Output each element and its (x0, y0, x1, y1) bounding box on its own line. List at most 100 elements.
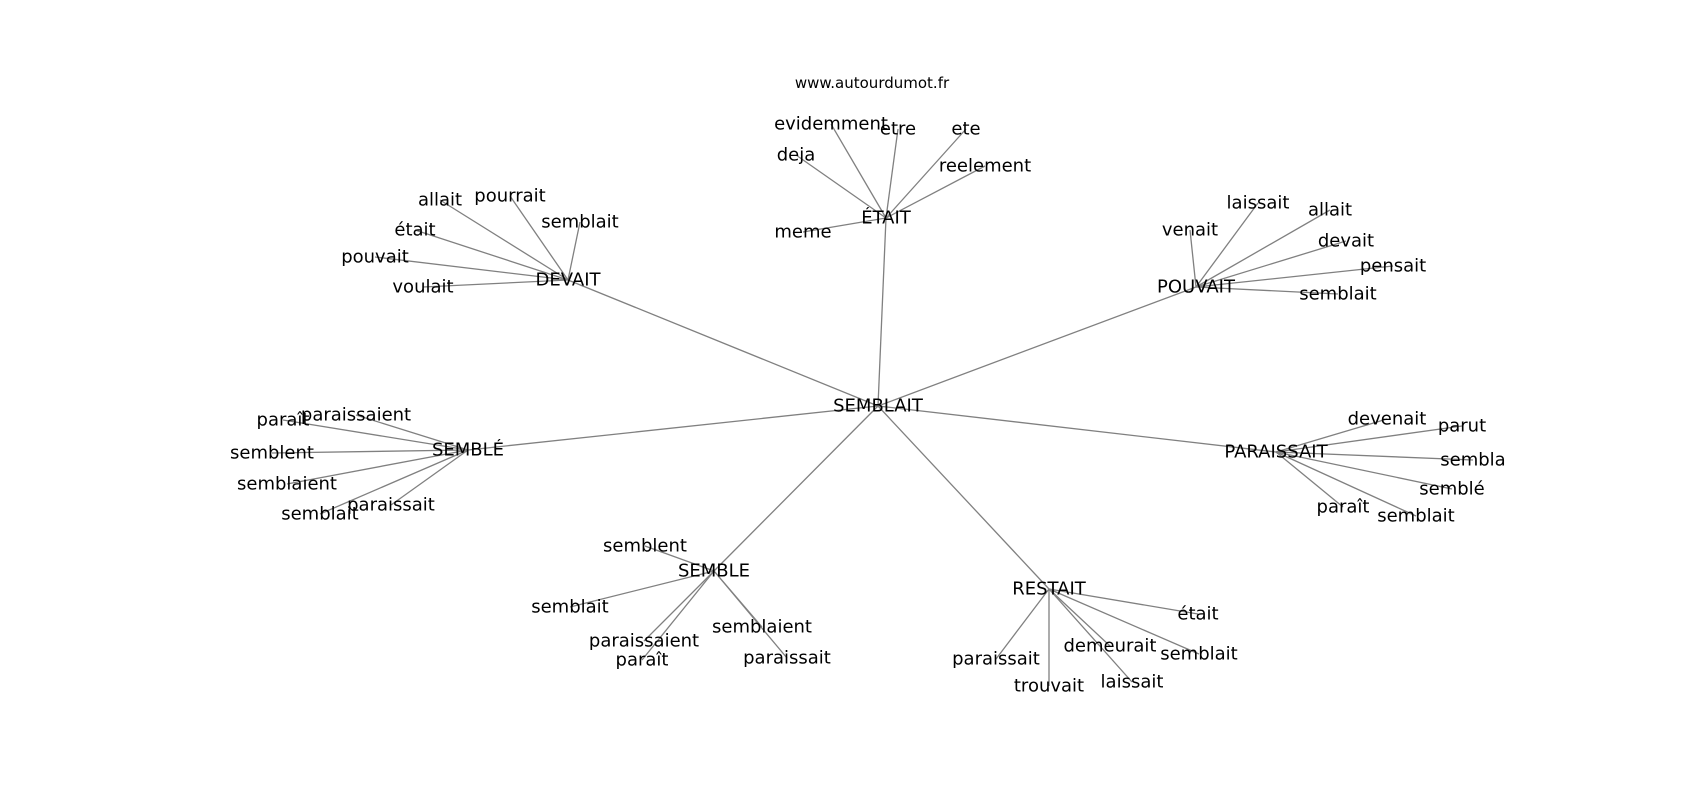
edge-hub-to-leaf (567, 221, 581, 281)
leaf-node-label: sembla (1440, 450, 1505, 471)
edge-hub-to-leaf (885, 128, 899, 219)
leaf-node-label: devenait (1348, 409, 1427, 430)
edge-center-to-hub (567, 279, 879, 407)
edge-hub-to-leaf (1048, 588, 1199, 615)
edge-hub-to-leaf (885, 128, 967, 219)
leaf-node-label: pouvait (341, 247, 409, 268)
leaf-node-label: ete (951, 119, 980, 140)
edge-hub-to-leaf (1275, 425, 1463, 453)
leaf-node-label: laissait (1101, 672, 1164, 693)
edge-hub-to-leaf (422, 279, 569, 288)
leaf-node-label: reelement (939, 156, 1031, 177)
leaf-node-label: venait (1162, 220, 1218, 241)
edge-hub-to-leaf (286, 449, 469, 485)
edge-hub-to-leaf (644, 545, 715, 572)
edge-hub-to-leaf (802, 217, 887, 233)
edge-hub-to-leaf (1195, 202, 1259, 288)
edge-hub-to-leaf (271, 449, 469, 454)
hub-node-label: SEMBLÉ (432, 439, 504, 461)
leaf-node-label: voulait (392, 277, 453, 298)
leaf-node-label: semblait (541, 212, 619, 233)
leaf-node-label: laissait (1227, 193, 1290, 214)
edge-hub-to-leaf (830, 123, 887, 219)
edge-hub-to-leaf (641, 570, 715, 661)
leaf-node-label: meme (774, 222, 831, 243)
edge-hub-to-leaf (1048, 588, 1133, 683)
leaf-node-label: semblent (230, 443, 314, 464)
leaf-node-label: était (394, 220, 435, 241)
edge-center-to-hub (877, 217, 887, 407)
edge-hub-to-leaf (374, 256, 569, 281)
edge-hub-to-leaf (1275, 451, 1344, 508)
edge-hub-to-leaf (319, 449, 469, 515)
leaf-node-label: paraît (1317, 497, 1370, 518)
leaf-node-label: paraît (257, 410, 310, 431)
edge-hub-to-leaf (1048, 588, 1111, 647)
edge-center-to-hub (877, 286, 1197, 407)
leaf-node-label: evidemment (774, 114, 888, 135)
edge-hub-to-leaf (795, 154, 887, 219)
hub-node-label: RESTAIT (1012, 579, 1087, 600)
leaf-node-label: semblé (1419, 479, 1485, 500)
leaf-node-label: deja (777, 145, 816, 166)
hub-node-label: POUVAIT (1157, 277, 1236, 298)
leaf-node-label: était (1177, 604, 1218, 625)
leaf-node-label: paraissait (347, 495, 435, 516)
edge-hub-to-leaf (1189, 229, 1197, 288)
leaf-node-label: semblaient (237, 474, 337, 495)
leaf-node-label: semblait (1377, 506, 1455, 527)
edge-hub-to-leaf (439, 199, 569, 281)
leaf-node-label: paraissaient (589, 631, 699, 652)
edge-hub-to-leaf (1275, 451, 1453, 490)
edge-hub-to-leaf (1195, 286, 1339, 295)
leaf-node-label: parut (1438, 416, 1486, 437)
edge-hub-to-leaf (569, 570, 715, 608)
edge-hub-to-leaf (1275, 418, 1388, 453)
hub-node-label: SEMBLE (678, 561, 750, 582)
leaf-node-label: semblaient (712, 617, 812, 638)
edge-hub-to-leaf (1195, 209, 1331, 288)
leaf-node-label: trouvait (1014, 676, 1084, 697)
leaf-node-label: semblait (1299, 284, 1377, 305)
edge-center-to-hub (713, 405, 879, 572)
leaf-node-label: demeurait (1063, 636, 1156, 657)
edge-hub-to-leaf (414, 229, 569, 281)
leaf-node-label: semblait (1160, 644, 1238, 665)
leaf-node-label: pensait (1360, 256, 1426, 277)
hub-node-label: ÉTAIT (861, 207, 912, 229)
graph-edges (271, 123, 1474, 686)
edge-hub-to-leaf (1275, 451, 1417, 517)
leaf-node-label: allait (1308, 200, 1352, 221)
edge-hub-to-leaf (1048, 588, 1200, 655)
leaf-node-label: paraissaient (301, 405, 411, 426)
edge-hub-to-leaf (1275, 451, 1474, 461)
leaf-node-label: etre (880, 119, 916, 140)
edge-hub-to-leaf (390, 449, 469, 506)
leaf-node-label: semblait (281, 504, 359, 525)
leaf-node-label: paraît (616, 650, 669, 671)
edge-hub-to-leaf (995, 588, 1050, 660)
hub-node-label: DEVAIT (535, 270, 601, 291)
edge-center-to-hub (877, 405, 1277, 453)
edge-center-to-hub (467, 405, 879, 451)
hub-node-label: PARAISSAIT (1224, 442, 1328, 463)
edge-hub-to-leaf (282, 419, 469, 451)
edge-hub-to-leaf (1195, 240, 1347, 288)
watermark-text: www.autourdumot.fr (795, 74, 950, 92)
leaf-node-label: paraissait (743, 648, 831, 669)
leaf-node-label: paraissait (952, 649, 1040, 670)
edge-hub-to-leaf (885, 165, 986, 219)
edge-hub-to-leaf (1195, 265, 1394, 288)
center-node-label: SEMBLAIT (833, 396, 924, 417)
edge-hub-to-leaf (713, 570, 763, 628)
leaf-node-label: allait (418, 190, 462, 211)
edge-hub-to-leaf (643, 570, 715, 642)
leaf-node-label: pourrait (474, 186, 545, 207)
leaf-node-label: semblent (603, 536, 687, 557)
edge-hub-to-leaf (509, 195, 569, 281)
edge-center-to-hub (877, 405, 1050, 590)
edge-hub-to-leaf (355, 414, 469, 451)
leaf-node-label: devait (1318, 231, 1374, 252)
